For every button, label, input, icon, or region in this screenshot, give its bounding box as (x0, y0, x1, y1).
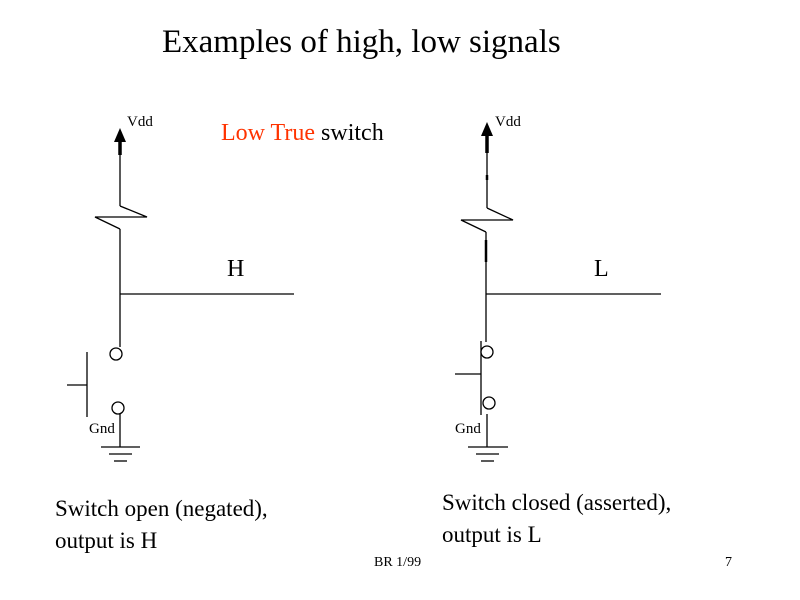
right-circuit (455, 122, 661, 462)
right-switch-contact-bottom (482, 396, 496, 410)
switch-label: switch (315, 120, 384, 146)
left-vdd-label: Vdd (127, 114, 153, 130)
right-switch-contact-top (480, 345, 494, 359)
left-caption-line-2: output is H (55, 528, 158, 553)
page-number: 7 (725, 555, 732, 570)
footer-author-date: BR 1/99 (374, 555, 422, 570)
left-gnd-label: Gnd (89, 421, 115, 437)
right-resistor (460, 207, 514, 233)
left-circuit (67, 128, 294, 462)
right-output-label: L (594, 256, 609, 282)
left-caption-line-1: Switch open (negated), (55, 496, 268, 521)
left-resistor (94, 205, 148, 230)
right-vdd-label: Vdd (495, 114, 521, 130)
right-gnd-label: Gnd (455, 421, 481, 437)
left-switch-contact-top (109, 347, 123, 361)
low-true-label: Low True (221, 120, 316, 146)
slide-title: Examples of high, low signals (162, 24, 561, 60)
left-caption: Switch open (negated), output is H (55, 493, 268, 557)
right-caption-line-2: output is L (442, 522, 542, 547)
left-switch-contact-bottom (111, 401, 125, 415)
low-true-switch-heading: Low True switch (221, 120, 384, 147)
left-output-label: H (227, 256, 245, 282)
right-vdd-arrow-icon (481, 122, 493, 136)
right-caption: Switch closed (asserted), output is L (442, 487, 671, 551)
right-caption-line-1: Switch closed (asserted), (442, 490, 672, 515)
left-vdd-arrow-icon (114, 128, 126, 142)
